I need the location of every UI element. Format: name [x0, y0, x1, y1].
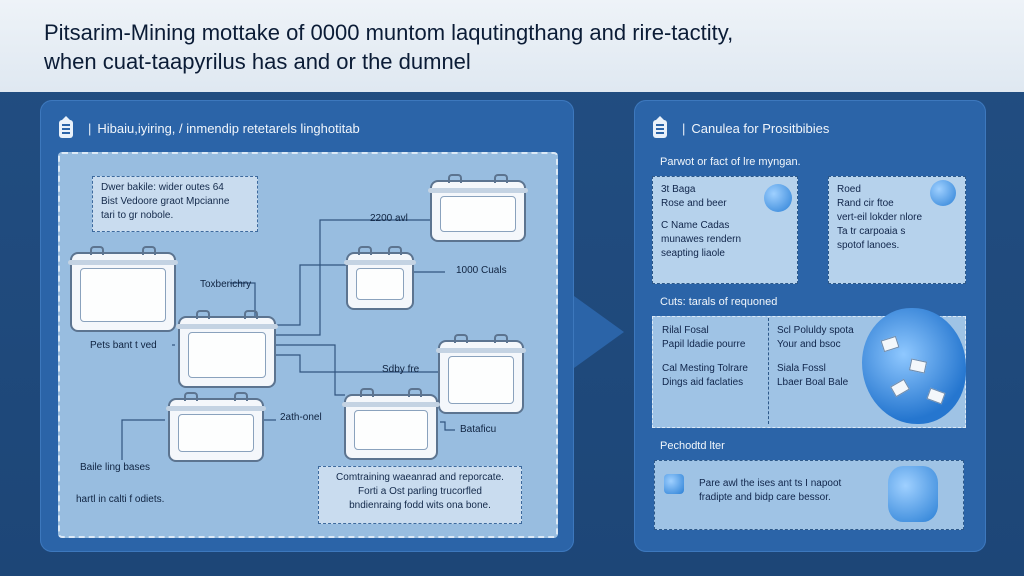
seal-icon	[59, 116, 73, 138]
note-top-line: Dwer bakile: wider outes 64	[101, 182, 224, 193]
note-bottom-line: Comtraining waeanrad and reporcate.	[336, 472, 504, 483]
card-2-line: Ta tr carpoaia s	[837, 226, 906, 237]
container-stage-1	[428, 174, 528, 242]
header-separator: |	[88, 120, 92, 136]
container-storage	[166, 392, 266, 462]
document-cluster-icon	[888, 466, 938, 522]
label-temperature: Toxberichry	[200, 279, 252, 290]
title-bar: Pitsarim-Mining mottake of 0000 muntom l…	[0, 0, 1024, 92]
note-bottom: Comtraining waeanrad and reporcate. Fort…	[318, 466, 522, 524]
card-2-line: Roed	[837, 184, 861, 195]
water-drop-icon	[764, 184, 792, 212]
card-4: Scl Poluldy spota Your and bsoc Siala Fo…	[768, 318, 862, 424]
card-4-line	[777, 352, 854, 362]
container-mixing	[176, 310, 278, 388]
document-cluster-icon	[862, 308, 966, 424]
card-4-line: Scl Poluldy spota	[777, 325, 854, 336]
label-hard: hartl in calti f odiets.	[76, 494, 165, 505]
card-3-line: Dings aid faclaties	[662, 377, 744, 388]
seal-icon	[653, 116, 667, 138]
card-3-line: Rilal Fosal	[662, 325, 709, 336]
card-2-line: spotof lanoes.	[837, 240, 900, 251]
note-top-line: tari to gr nobole.	[101, 210, 174, 221]
card-5-line: fradipte and bidp care bessor.	[699, 492, 831, 503]
note-bottom-line: Forti a Ost parling trucorfled	[358, 486, 482, 497]
card-1-line	[661, 211, 789, 219]
arrow-icon	[574, 296, 624, 368]
note-top-line: Bist Vedoore graot Mpcianne	[101, 196, 230, 207]
container-stage-2	[344, 246, 416, 310]
container-raw-material	[68, 246, 178, 332]
card-3-line	[662, 352, 758, 362]
container-stage-3	[436, 334, 526, 414]
header-separator: |	[682, 120, 686, 136]
card-1-line: C Name Cadas	[661, 220, 730, 231]
card-3: Rilal Fosal Papil ldadie pourre Cal Mest…	[654, 318, 766, 424]
outcomes-panel-header: | Canulea for Prositbibies	[650, 114, 829, 142]
card-2-line: Rand cir ftoe	[837, 198, 894, 209]
card-5-line: Pare awl the ises ant ts I napoot	[699, 478, 842, 489]
card-1-line: 3t Baga	[661, 184, 696, 195]
card-4-line: Your and bsoc	[777, 339, 841, 350]
card-3-line: Cal Mesting Tolrare	[662, 363, 748, 374]
label-hours: Sdby fre	[382, 364, 420, 375]
section-2-title: Cuts: tarals of requoned	[660, 296, 778, 308]
label-feed: Pets bant t ved	[90, 340, 157, 351]
document-icon	[664, 474, 684, 494]
card-1-line: seapting liaole	[661, 248, 725, 259]
note-bottom-line: bndienraing fodd wits ona bone.	[349, 500, 491, 511]
card-1-line: munawes rendern	[661, 234, 742, 245]
section-1-title: Parwot or fact of lre myngan.	[660, 156, 801, 168]
card-4-line: Siala Fossl	[777, 363, 826, 374]
card-4-line: Lbaer Boal Bale	[777, 377, 849, 388]
container-stage-4	[342, 388, 440, 460]
process-panel-header: | Hibaiu,iyiring, / inmendip retetarels …	[56, 114, 360, 142]
outcomes-panel-title: Canulea for Prositbibies	[691, 120, 830, 136]
page-title-line-1: Pitsarim-Mining mottake of 0000 muntom l…	[44, 20, 734, 45]
label-1000: 1000 Cuals	[456, 265, 507, 276]
section-3-title: Pechodtd lter	[660, 440, 725, 452]
card-3-line: Papil ldadie pourre	[662, 339, 746, 350]
card-1-line: Rose and beer	[661, 198, 727, 209]
page-title-line-2: when cuat-taapyrilus has and or the dumn…	[44, 49, 471, 74]
card-2-line: vert-eil lokder nlore	[837, 212, 923, 223]
note-top: Dwer bakile: wider outes 64 Bist Vedoore…	[92, 176, 258, 232]
label-24h: 2ath-onel	[280, 412, 322, 423]
process-panel-title: Hibaiu,iyiring, / inmendip retetarels li…	[97, 120, 360, 136]
label-200: 2200 avl	[370, 213, 408, 224]
bulb-icon	[930, 180, 956, 206]
label-bullets: Bataficu	[460, 424, 497, 435]
label-base: Baile ling bases	[80, 462, 151, 473]
